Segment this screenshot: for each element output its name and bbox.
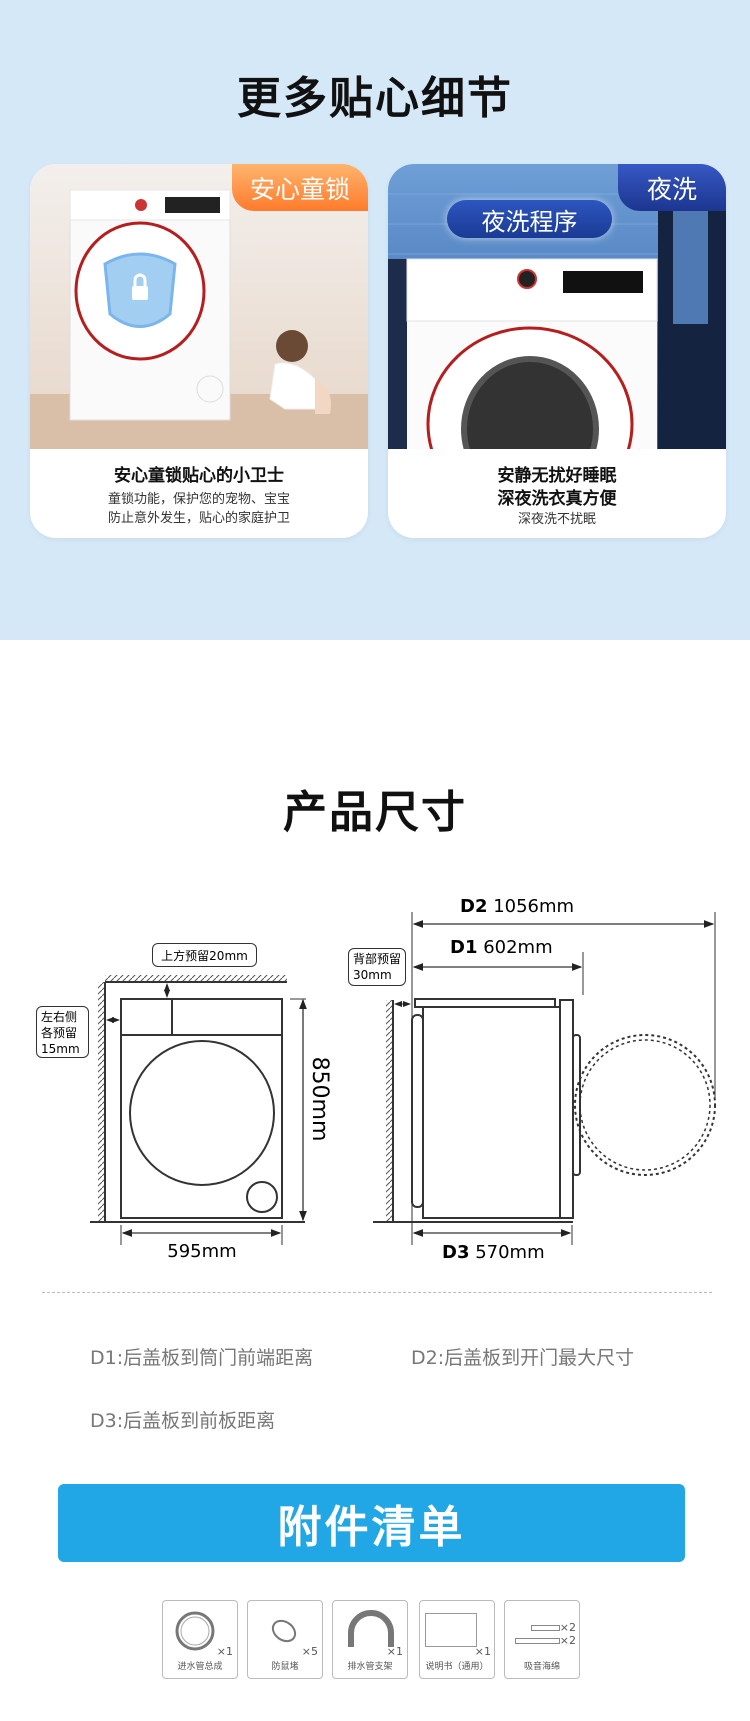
d3-key: D3: [442, 1242, 470, 1263]
accessory-label: 吸音海绵: [523, 1662, 560, 1672]
child-lock-card: 安心童锁 安心童锁贴心的小卫士 童锁功能，保护您的宠物、宝宝 防止意外发生，贴心…: [30, 164, 368, 538]
dimension-diagram: [90, 912, 716, 1245]
qty: ×2: [559, 1621, 576, 1634]
side-gap-label: 左右侧 各预留 15mm: [36, 1006, 89, 1058]
accessory-plug: ×5 防鼠堵: [247, 1600, 323, 1679]
front-door-circle: [129, 1040, 275, 1186]
qty: ×1: [216, 1645, 233, 1658]
accessory-label: 排水管支架: [347, 1662, 393, 1672]
side-gap-line-3: 15mm: [41, 1042, 80, 1056]
plug-icon: [271, 1619, 297, 1643]
manual-icon: [425, 1613, 477, 1647]
d2-dimension: D2 1056mm: [460, 896, 660, 917]
front-machine-outline: [120, 998, 283, 1219]
d3-value: 570mm: [475, 1242, 545, 1263]
d1-value: 602mm: [483, 937, 553, 958]
back-gap-label: 背部预留 30mm: [348, 948, 406, 986]
back-gap-line-1: 背部预留: [353, 952, 402, 966]
accessory-inlet-hose: ×1 进水管总成: [162, 1600, 238, 1679]
side-gap-line-2: 各预留: [41, 1026, 78, 1040]
details-title: 更多贴心细节: [237, 73, 513, 124]
hose-icon: [175, 1611, 215, 1651]
child-lock-desc-2: 防止意外发生，贴心的家庭护卫: [107, 511, 290, 526]
door-swing-circle: [574, 1034, 716, 1176]
height-dimension: 850mm: [307, 1056, 332, 1142]
night-wash-program-pill: 夜洗程序: [447, 200, 612, 238]
divider: [42, 1292, 712, 1293]
sponge-long-icon: [515, 1638, 560, 1644]
top-gap-label: 上方预留20mm: [152, 943, 257, 967]
accessory-label: 进水管总成: [177, 1662, 223, 1672]
night-wash-tag: 夜洗: [618, 164, 726, 211]
qty: ×1: [386, 1645, 403, 1658]
side-top-plate: [414, 998, 556, 1008]
child-lock-caption: 安心童锁贴心的小卫士: [114, 466, 284, 486]
child-lock-tag: 安心童锁: [232, 164, 368, 211]
back-gap-line-2: 30mm: [353, 968, 392, 982]
legend-d3: D3:后盖板到前板距离: [90, 1410, 276, 1432]
accessory-drain-bracket: ×1 排水管支架: [332, 1600, 408, 1679]
side-gap-line-1: 左右侧: [41, 1010, 78, 1024]
child-lock-desc-1: 童锁功能，保护您的宠物、宝宝: [107, 492, 290, 507]
d3-dimension: D3 570mm: [442, 1242, 642, 1263]
d1-dimension: D1 602mm: [450, 937, 650, 958]
accessory-label: 说明书（通用）: [425, 1662, 489, 1672]
bracket-icon: [348, 1610, 394, 1647]
d2-key: D2: [460, 896, 488, 917]
qty: ×2: [559, 1634, 576, 1647]
accessory-label: 防鼠堵: [271, 1662, 299, 1672]
night-wash-caption-1: 安静无扰好睡眠: [497, 466, 617, 486]
night-wash-card: 夜洗 夜洗程序 安静无扰好睡眠 深夜洗衣真方便 深夜洗不扰眠: [388, 164, 726, 538]
width-dimension: 595mm: [167, 1241, 237, 1262]
dimensions-title: 产品尺寸: [283, 787, 467, 838]
accessory-manual: ×1 说明书（通用）: [419, 1600, 495, 1679]
accessory-sponge: ×2 ×2 吸音海绵: [504, 1600, 580, 1679]
accessories-banner: 附件清单: [58, 1484, 685, 1562]
night-wash-note: 深夜洗不扰眠: [517, 512, 596, 527]
child-lock-photo: [30, 164, 368, 449]
qty: ×1: [474, 1645, 491, 1658]
d1-key: D1: [450, 937, 478, 958]
d2-value: 1056mm: [493, 896, 575, 917]
night-wash-caption-2: 深夜洗衣真方便: [497, 489, 617, 509]
side-machine-body: [422, 1006, 561, 1219]
sponge-short-icon: [531, 1625, 560, 1631]
legend-d2: D2:后盖板到开门最大尺寸: [411, 1347, 635, 1369]
legend-d1: D1:后盖板到筒门前端距离: [90, 1347, 314, 1369]
qty: ×5: [301, 1645, 318, 1658]
